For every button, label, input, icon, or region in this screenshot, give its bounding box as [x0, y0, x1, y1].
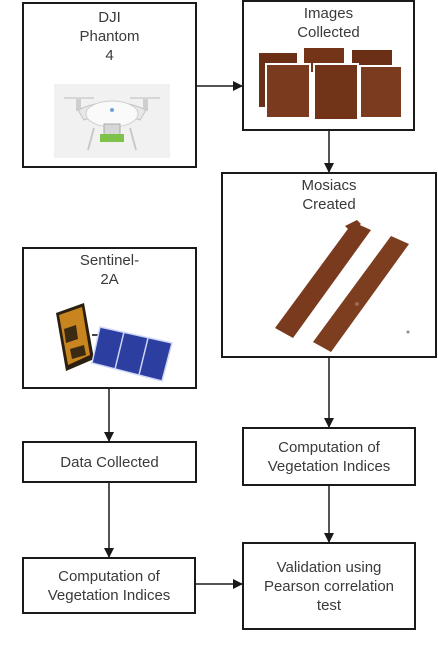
- data-collected-label: Data Collected: [60, 453, 159, 471]
- vi-sat-label-line-2: Vegetation Indices: [47, 586, 171, 604]
- node-vi-satellite: Computation of Vegetation Indices: [22, 557, 196, 614]
- mosaics-label-line-2: Created: [302, 196, 356, 213]
- satellite-image: [56, 303, 173, 382]
- vi-uav-label-line-1: Computation of: [278, 438, 380, 456]
- node-validation: Validation using Pearson correlation tes…: [242, 542, 416, 630]
- node-dji-phantom: DJI Phantom 4: [22, 2, 197, 168]
- validation-label-line-2: Pearson correlation: [263, 577, 395, 595]
- dji-label-line-2: Phantom: [79, 28, 140, 45]
- node-vi-uav: Computation of Vegetation Indices: [242, 427, 416, 486]
- image-tiles: [257, 48, 403, 121]
- node-images-collected: Images Collected: [242, 0, 415, 131]
- vi-uav-label-line-2: Vegetation Indices: [267, 457, 391, 475]
- node-sentinel-2a: Sentinel- 2A: [22, 247, 197, 389]
- dji-label-line-3: 4: [105, 47, 114, 64]
- dji-label-line-1: DJI: [98, 9, 121, 26]
- mosaics-label-line-1: Mosiacs: [301, 177, 357, 194]
- node-mosaics-created: Mosiacs Created: [221, 172, 437, 358]
- sentinel-label-line-1: Sentinel-: [79, 252, 140, 269]
- mosaic-image: [275, 220, 410, 352]
- validation-label-line-1: Validation using: [276, 558, 382, 576]
- images-label-line-2: Collected: [297, 24, 360, 41]
- node-data-collected: Data Collected: [22, 441, 197, 483]
- validation-label-line-3: test: [316, 596, 342, 614]
- drone-image: [54, 84, 170, 158]
- images-label-line-1: Images: [303, 5, 354, 22]
- sentinel-label-line-2: 2A: [100, 271, 119, 288]
- vi-sat-label-line-1: Computation of: [58, 567, 160, 585]
